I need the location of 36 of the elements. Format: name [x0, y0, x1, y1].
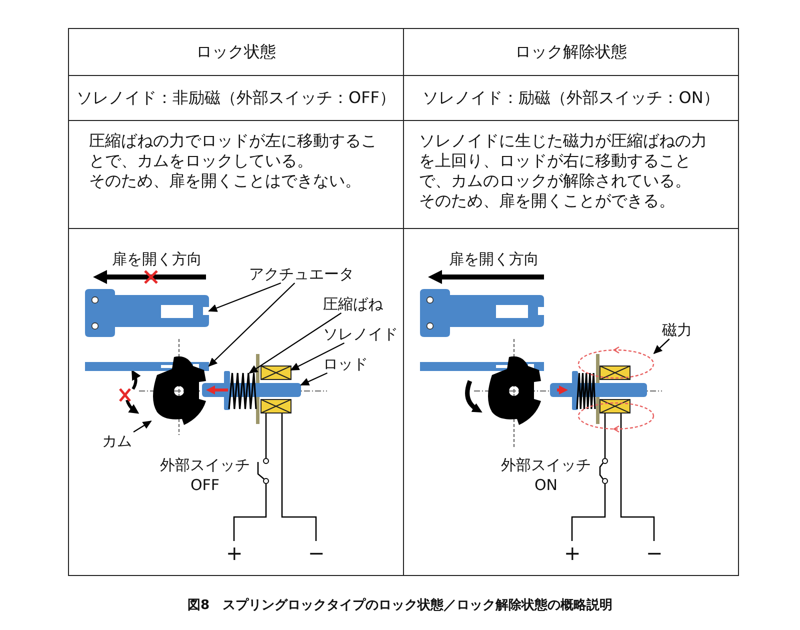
column-heading: ロック解除状態 — [515, 42, 627, 62]
actuator-plate — [420, 289, 544, 337]
callout-label: アクチュエータ — [249, 265, 359, 283]
drawing-label: 扉を開く方向 — [449, 249, 540, 269]
leader-line — [208, 282, 296, 367]
leader-line — [300, 372, 328, 386]
state-text: ソレノイド：励磁（外部スイッチ：ON） — [422, 88, 720, 108]
state-text: ソレノイド：非励磁（外部スイッチ：OFF） — [76, 88, 396, 108]
leader-line — [653, 338, 670, 354]
description-text: ソレノイドに生じた磁力が圧縮ばねの力を上回り、ロッドが右に移動することで、カムのロックが解除されている。 — [419, 131, 708, 191]
terminal-sign: + — [564, 542, 580, 564]
drawing-label: 外部スイッチ OFF — [159, 455, 251, 495]
solenoid-coil — [260, 366, 292, 414]
callout-label: ソレノイド — [323, 325, 401, 343]
callout-label: 磁力 — [662, 321, 696, 339]
callout-label: カム — [102, 432, 136, 450]
description-text: そのため、扉を開くことができる。 — [419, 191, 676, 211]
callout-label: 圧縮ばね — [323, 295, 387, 313]
leader-line — [290, 342, 345, 371]
cam — [488, 356, 541, 425]
terminal-sign: − — [646, 542, 662, 564]
leader-line — [248, 312, 342, 374]
callout-label: ロッド — [323, 355, 371, 373]
cam — [153, 356, 206, 425]
leader-line — [208, 282, 282, 312]
solenoid-coil — [600, 366, 630, 414]
description-text: 圧縮ばねの力でロッドが左に移動することで、カムをロックしている。 — [89, 131, 378, 171]
terminal-sign: − — [308, 542, 324, 564]
drawing-label: 外部スイッチ ON — [500, 455, 592, 495]
actuator-plate — [85, 289, 209, 337]
drawing-label: 扉を開く方向 — [112, 249, 203, 269]
figure-caption: 図8 スプリングロックタイプのロック状態／ロック解除状態の概略説明 — [187, 596, 613, 614]
description-text: そのため、扉を開くことはできない。 — [89, 171, 362, 191]
terminal-sign: + — [226, 542, 242, 564]
leader-line — [133, 420, 152, 433]
column-heading: ロック状態 — [196, 42, 276, 62]
